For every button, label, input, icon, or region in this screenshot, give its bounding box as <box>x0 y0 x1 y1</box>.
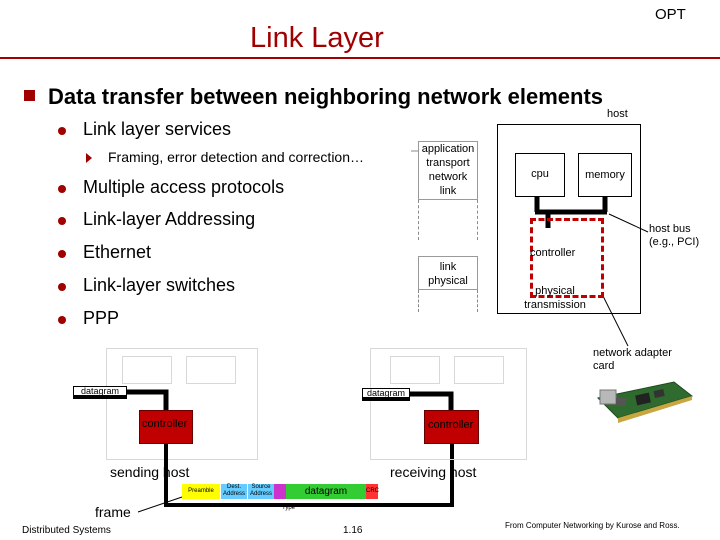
bullet-dot-icon <box>58 217 66 225</box>
corner-tag: OPT <box>655 6 686 23</box>
ethernet-frame: Preamble Dest. Address Source Address da… <box>182 484 379 499</box>
receiving-host-memory-outline <box>454 356 504 384</box>
host-box <box>497 124 641 314</box>
network-card-image <box>596 381 694 423</box>
stack-application: application <box>421 143 475 155</box>
bus-pointer-line <box>608 213 649 233</box>
frame-pointer-line <box>137 496 183 513</box>
bullet-switches: Link-layer switches <box>83 275 236 295</box>
bullet-dot-icon <box>58 250 66 258</box>
datagram-right: datagram <box>362 388 410 401</box>
cpu-label: cpu <box>531 168 549 180</box>
section-heading: Data transfer between neighboring networ… <box>48 84 604 109</box>
frame-source-address: Source Address <box>247 484 274 499</box>
footer-left: Distributed Systems <box>22 525 111 536</box>
cpu-box: cpu <box>515 153 565 197</box>
sending-host-outline <box>106 348 258 460</box>
bullet-dot-icon <box>58 127 66 135</box>
sending-host-cpu-outline <box>122 356 172 384</box>
datagram-right-label: datagram <box>366 388 406 398</box>
bullet-ppp: PPP <box>83 308 120 328</box>
frame-type-label: Type <box>282 505 296 511</box>
stack-connector-right <box>477 200 479 240</box>
bullet-ethernet: Ethernet <box>83 242 152 262</box>
stack-network: network <box>428 171 468 183</box>
stack-link: link <box>439 185 457 197</box>
frame-type <box>274 484 286 499</box>
receiving-host-label: receiving host <box>390 464 477 480</box>
controller-right-label: controller <box>428 419 474 431</box>
datagram-left-label: datagram <box>80 386 120 396</box>
controller-left-label: controller <box>142 418 188 430</box>
datagram-left: datagram <box>73 386 127 399</box>
frame-crc: CRC <box>366 484 379 499</box>
protocol-stack-lower: link physical <box>418 256 478 290</box>
frame-preamble: Preamble <box>182 484 220 499</box>
stack-connector-left <box>418 200 420 240</box>
sub-bullet-arrow-icon <box>86 153 92 163</box>
protocol-stack-upper: application transport network link <box>418 141 478 200</box>
title-divider <box>0 57 720 59</box>
heading-bullet-icon <box>24 90 35 101</box>
controller-left-box: controller <box>139 410 193 444</box>
bullet-dot-icon <box>58 283 66 291</box>
stack-lower-connector-left <box>418 290 420 312</box>
host-label: host <box>607 108 628 120</box>
page-title: Link Layer <box>250 22 384 54</box>
sending-host-label: sending host <box>110 464 190 480</box>
bullet-dot-icon <box>58 185 66 193</box>
sending-arrow-path <box>127 389 169 410</box>
stack-lower-connector-right <box>477 290 479 312</box>
physical-transmission-label: physical transmission <box>524 285 586 311</box>
footer-credit: From Computer Networking by Kurose and R… <box>505 521 680 530</box>
bullet-addressing: Link-layer Addressing <box>83 209 256 229</box>
receiving-host-outline <box>370 348 527 460</box>
memory-label: memory <box>585 169 625 181</box>
stack-physical: physical <box>428 275 468 287</box>
stack-transport: transport <box>426 157 470 169</box>
bullet-link-layer-services: Link layer services <box>83 119 232 139</box>
frame-datagram: datagram <box>286 484 366 499</box>
host-controller-label: controller <box>530 247 576 259</box>
host-bus-label: host bus (e.g., PCI) <box>649 223 700 248</box>
stack-link-lower: link <box>439 261 457 273</box>
bullet-dot-icon <box>58 316 66 324</box>
sub-bullet-framing: Framing, error detection and correction… <box>108 149 364 165</box>
frame-dest-address: Dest. Address <box>220 484 247 499</box>
adapter-dashed-box <box>530 218 604 298</box>
adapter-pointer-line <box>602 295 629 347</box>
frame-label: frame <box>95 504 131 520</box>
network-adapter-label: network adapter card <box>593 347 672 372</box>
bullet-multiple-access: Multiple access protocols <box>83 177 285 197</box>
link-cable <box>164 442 454 507</box>
page-number: 1.16 <box>343 525 363 536</box>
receiving-arrow-path <box>408 391 454 410</box>
memory-box: memory <box>578 153 632 197</box>
receiving-host-cpu-outline <box>390 356 440 384</box>
sending-host-memory-outline <box>186 356 236 384</box>
controller-right-box: controller <box>424 410 479 444</box>
